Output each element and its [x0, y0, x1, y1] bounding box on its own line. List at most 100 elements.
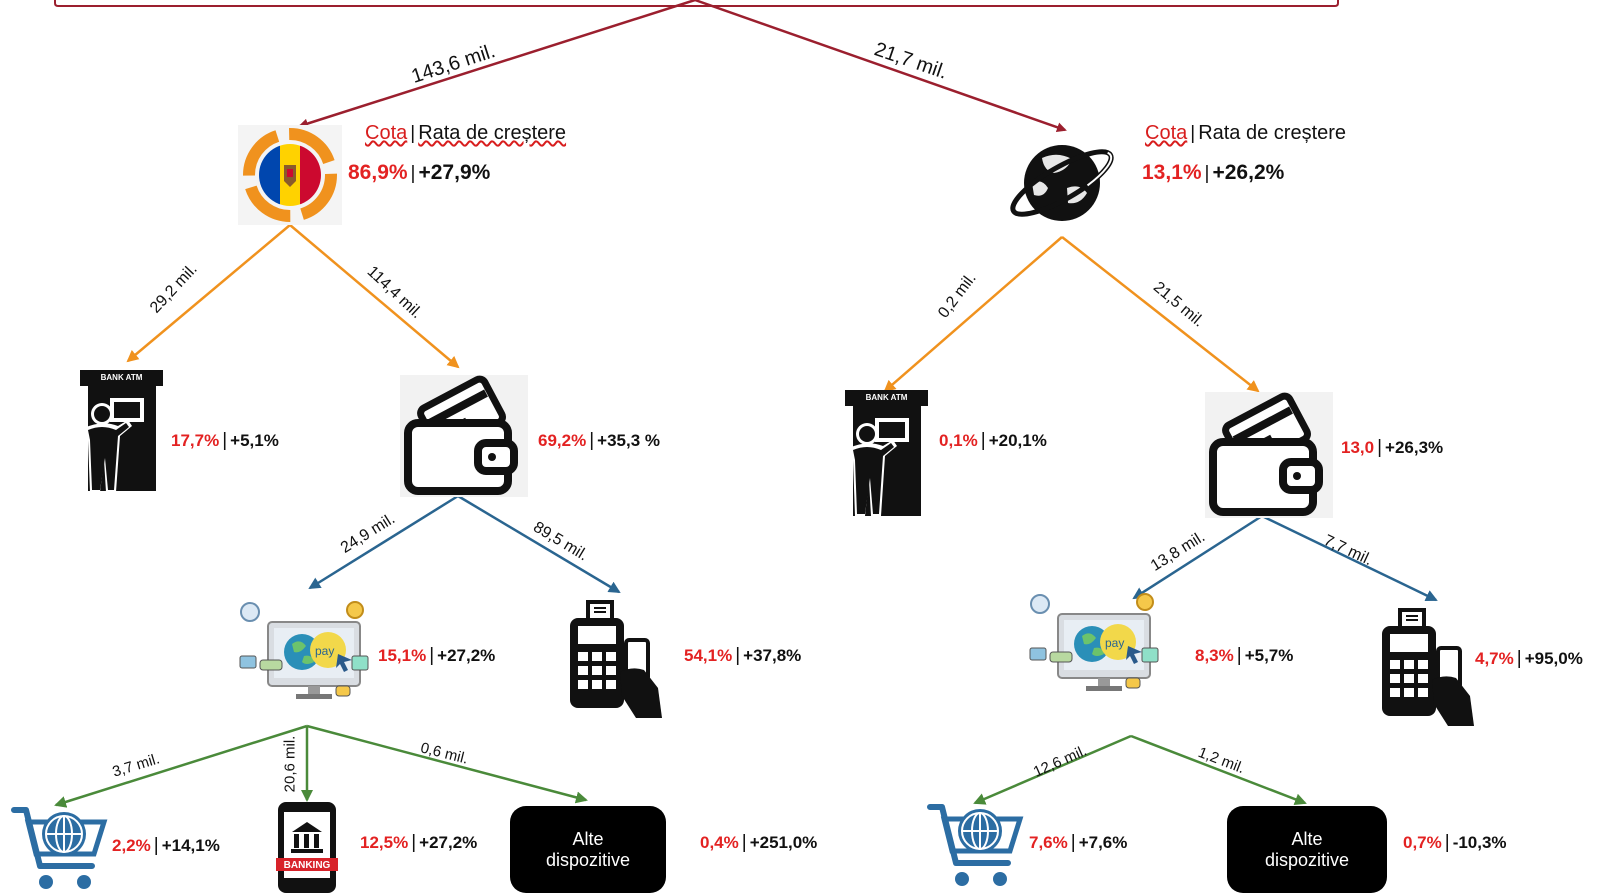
- md-online-values: 15,1%|+27,2%: [378, 645, 496, 666]
- md-banking-values: 12,5%|+27,2%: [360, 832, 478, 853]
- ab-pos-share: 4,7%: [1475, 649, 1514, 668]
- other-devices-line2: dispozitive: [1264, 849, 1350, 870]
- ab-card-growth: +26,3%: [1385, 438, 1444, 457]
- header-rate: Rata de creștere: [418, 122, 567, 144]
- other-devices-line2: dispozitive: [545, 849, 631, 870]
- md-atm-share: 17,7%: [171, 431, 220, 450]
- globe-icon: [1010, 145, 1114, 221]
- md-cart-growth: +14,1%: [161, 836, 220, 855]
- atm-sign: BANK ATM: [100, 373, 143, 382]
- header-moldova: Cota|Rata de creștere: [365, 122, 567, 144]
- atm-icon: [80, 370, 163, 492]
- edge-ab-atm: [883, 236, 1063, 393]
- md-card-values: 69,2%|+35,3 %: [538, 430, 660, 451]
- separator: |: [222, 430, 228, 451]
- ab-card-share: 13,0: [1341, 438, 1375, 457]
- edge-md-other: [306, 724, 588, 804]
- online-payment-icon: [239, 601, 369, 699]
- separator: |: [1444, 832, 1450, 853]
- md-atm-growth: +5,1%: [230, 431, 279, 450]
- edge-ab-online: [1132, 514, 1263, 600]
- separator: |: [735, 645, 741, 666]
- edge-ab-pos: [1261, 514, 1438, 602]
- edge-ab-other: [1130, 734, 1307, 806]
- edge-label-md-banking: 20,6 mil.: [281, 735, 299, 793]
- moldova-flag-icon: [238, 125, 342, 225]
- abroad-growth: +26,2%: [1212, 161, 1285, 184]
- edge-ab-card: [1061, 236, 1260, 393]
- md-atm-values: 17,7%|+5,1%: [171, 430, 279, 451]
- edge-md-card: [289, 224, 460, 369]
- edge-md-cart: [54, 724, 308, 808]
- header-cota: Cota: [1145, 122, 1188, 144]
- md-banking-growth: +27,2%: [419, 833, 478, 852]
- separator: |: [429, 645, 435, 666]
- separator: |: [1070, 832, 1076, 853]
- moldova-growth: +27,9%: [418, 161, 491, 184]
- other-devices-box: Alte dispozitive: [1227, 806, 1387, 893]
- edge-md-atm: [126, 224, 291, 363]
- edge-md-online: [308, 494, 459, 590]
- separator: |: [980, 430, 986, 451]
- ab-online-growth: +5,7%: [1244, 646, 1294, 665]
- ab-other-growth: -10,3%: [1452, 833, 1507, 852]
- atm-icon: [845, 390, 928, 516]
- ab-online-share: 8,3%: [1195, 646, 1234, 665]
- separator: |: [410, 123, 416, 144]
- pay-text: pay: [1105, 636, 1125, 650]
- banking-tag: BANKING: [283, 860, 331, 871]
- other-devices-line1: Alte: [572, 828, 604, 849]
- ab-online-values: 8,3%|+5,7%: [1195, 645, 1294, 666]
- wallet-card-icon: [400, 375, 528, 497]
- header-abroad: Cota|Rata de creștere: [1145, 122, 1347, 144]
- atm-sign: BANK ATM: [865, 393, 908, 402]
- md-other-share: 0,4%: [700, 833, 739, 852]
- header-cota: Cota: [365, 122, 408, 144]
- edge-ab-cart: [973, 734, 1132, 805]
- md-other-growth: +251,0%: [749, 833, 818, 852]
- other-devices-box: Alte dispozitive: [510, 806, 666, 893]
- moldova-values: 86,9%|+27,9%: [348, 161, 491, 184]
- ab-pos-growth: +95,0%: [1524, 649, 1583, 668]
- edge-top-moldova: [298, 0, 696, 129]
- md-pos-values: 54,1%|+37,8%: [684, 645, 801, 666]
- separator: |: [1236, 645, 1242, 666]
- md-pos-share: 54,1%: [684, 646, 733, 665]
- separator: |: [1377, 437, 1383, 458]
- separator: |: [1190, 123, 1196, 144]
- top-box-edge: [54, 0, 1339, 7]
- moldova-share: 86,9%: [348, 161, 408, 184]
- ab-other-share: 0,7%: [1403, 833, 1442, 852]
- md-card-growth: +35,3 %: [597, 431, 660, 450]
- separator: |: [411, 832, 417, 853]
- ab-other-values: 0,7%|-10,3%: [1403, 832, 1507, 853]
- wallet-card-icon: [1205, 392, 1333, 518]
- ab-cart-growth: +7,6%: [1078, 833, 1128, 852]
- ab-atm-values: 0,1%|+20,1%: [939, 430, 1047, 451]
- separator: |: [741, 832, 747, 853]
- pos-terminal-icon: [1382, 608, 1474, 726]
- separator: |: [589, 430, 595, 451]
- ab-atm-share: 0,1%: [939, 431, 978, 450]
- ab-cart-share: 7,6%: [1029, 833, 1068, 852]
- ab-atm-growth: +20,1%: [988, 431, 1047, 450]
- md-cart-share: 2,2%: [112, 836, 151, 855]
- pay-text: pay: [315, 644, 335, 658]
- separator: |: [1516, 648, 1522, 669]
- md-cart-values: 2,2%|+14,1%: [112, 836, 220, 856]
- edge-top-abroad: [694, 0, 1067, 133]
- shopping-cart-icon: [11, 807, 108, 889]
- md-card-share: 69,2%: [538, 431, 587, 450]
- online-payment-icon: [1029, 593, 1159, 691]
- mobile-banking-icon: [276, 802, 338, 893]
- abroad-values: 13,1%|+26,2%: [1142, 161, 1285, 184]
- other-devices-line1: Alte: [1291, 828, 1323, 849]
- separator: |: [410, 163, 416, 184]
- md-online-growth: +27,2%: [437, 646, 496, 665]
- header-rate: Rata de creștere: [1198, 122, 1347, 144]
- pos-terminal-icon: [570, 600, 662, 718]
- ab-cart-values: 7,6%|+7,6%: [1029, 832, 1128, 853]
- separator: |: [1204, 163, 1210, 184]
- shopping-cart-icon: [927, 804, 1024, 886]
